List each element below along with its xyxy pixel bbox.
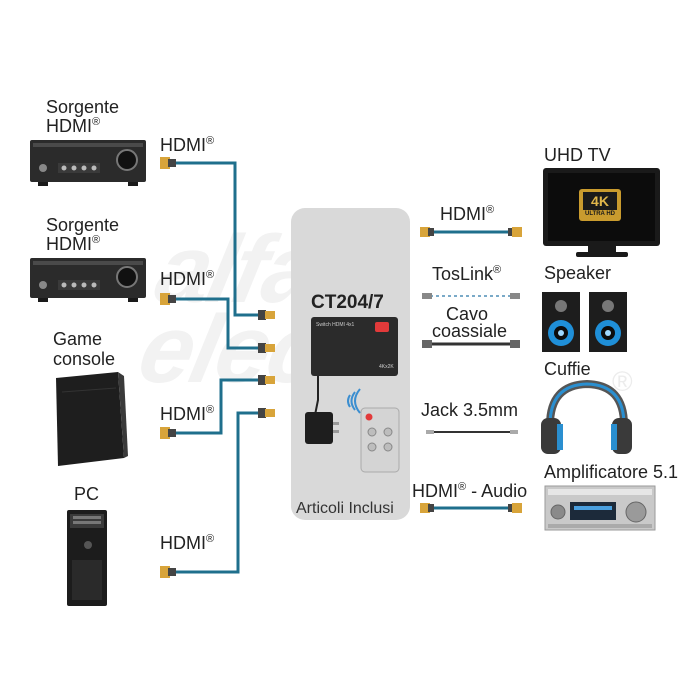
game-label-line1: Game [53, 329, 103, 349]
coax-label-line1: Cavo [446, 304, 489, 324]
tv-4k-badge: 4K [591, 193, 609, 209]
speaker-label: Speaker [544, 263, 612, 283]
game-label-line2: console [53, 349, 116, 369]
switch-device-label: Switch HDMI 4x1 [316, 322, 355, 328]
cable-source1 [168, 161, 262, 317]
model-title: CT204/7 [311, 292, 384, 313]
source1-label-line2: HDMI® [46, 116, 101, 136]
speaker-right [589, 292, 627, 352]
speaker-left [542, 292, 580, 352]
amplifier-device [544, 485, 656, 531]
tv-ultra-hd-badge: ULTRA HD [585, 211, 615, 217]
toslink-label: TosLink® [432, 264, 502, 284]
wireless-waves [347, 388, 361, 414]
pc-tower-device [67, 510, 107, 606]
jack-label: Jack 3.5mm [421, 400, 519, 420]
cable-pc [168, 411, 262, 574]
input-connectors [160, 157, 275, 578]
remote-control [360, 407, 400, 473]
power-adapter [305, 376, 339, 444]
cable-game [168, 378, 262, 435]
game-console-device [56, 372, 128, 466]
headphones-device [541, 379, 632, 454]
input-cables [168, 161, 262, 574]
switch-device-code: 4Kx2K [379, 364, 394, 370]
source2-label-line1: Sorgente [46, 215, 120, 235]
cable-source2 [168, 297, 262, 350]
cuffie-label: Cuffie [544, 359, 591, 379]
coax-label-line2: coassiale [432, 321, 508, 341]
uhd-tv-device [543, 168, 660, 257]
hdmi-output-label: HDMI® [440, 204, 495, 224]
source1-label-line1: Sorgente [46, 97, 120, 117]
amplifier-label: Amplificatore 5.1 [544, 462, 679, 482]
watermark-registered-mark: ® [612, 366, 633, 397]
source-device-2 [30, 258, 146, 302]
source2-label-line2: HDMI® [46, 234, 101, 254]
pc-label: PC [74, 484, 100, 504]
included-items-label: Articoli Inclusi [296, 500, 394, 517]
hdmi-input-label-4: HDMI® [160, 533, 215, 553]
hdmi-input-label-3: HDMI® [160, 404, 215, 424]
hdmi-switch-device [311, 317, 398, 376]
hdmi-input-label-2: HDMI® [160, 269, 215, 289]
source-device-1 [30, 140, 146, 186]
output-cables [420, 227, 522, 513]
hdmi-input-label-1: HDMI® [160, 135, 215, 155]
tv-label: UHD TV [544, 145, 611, 165]
hdmi-audio-label: HDMI® - Audio [412, 481, 528, 501]
